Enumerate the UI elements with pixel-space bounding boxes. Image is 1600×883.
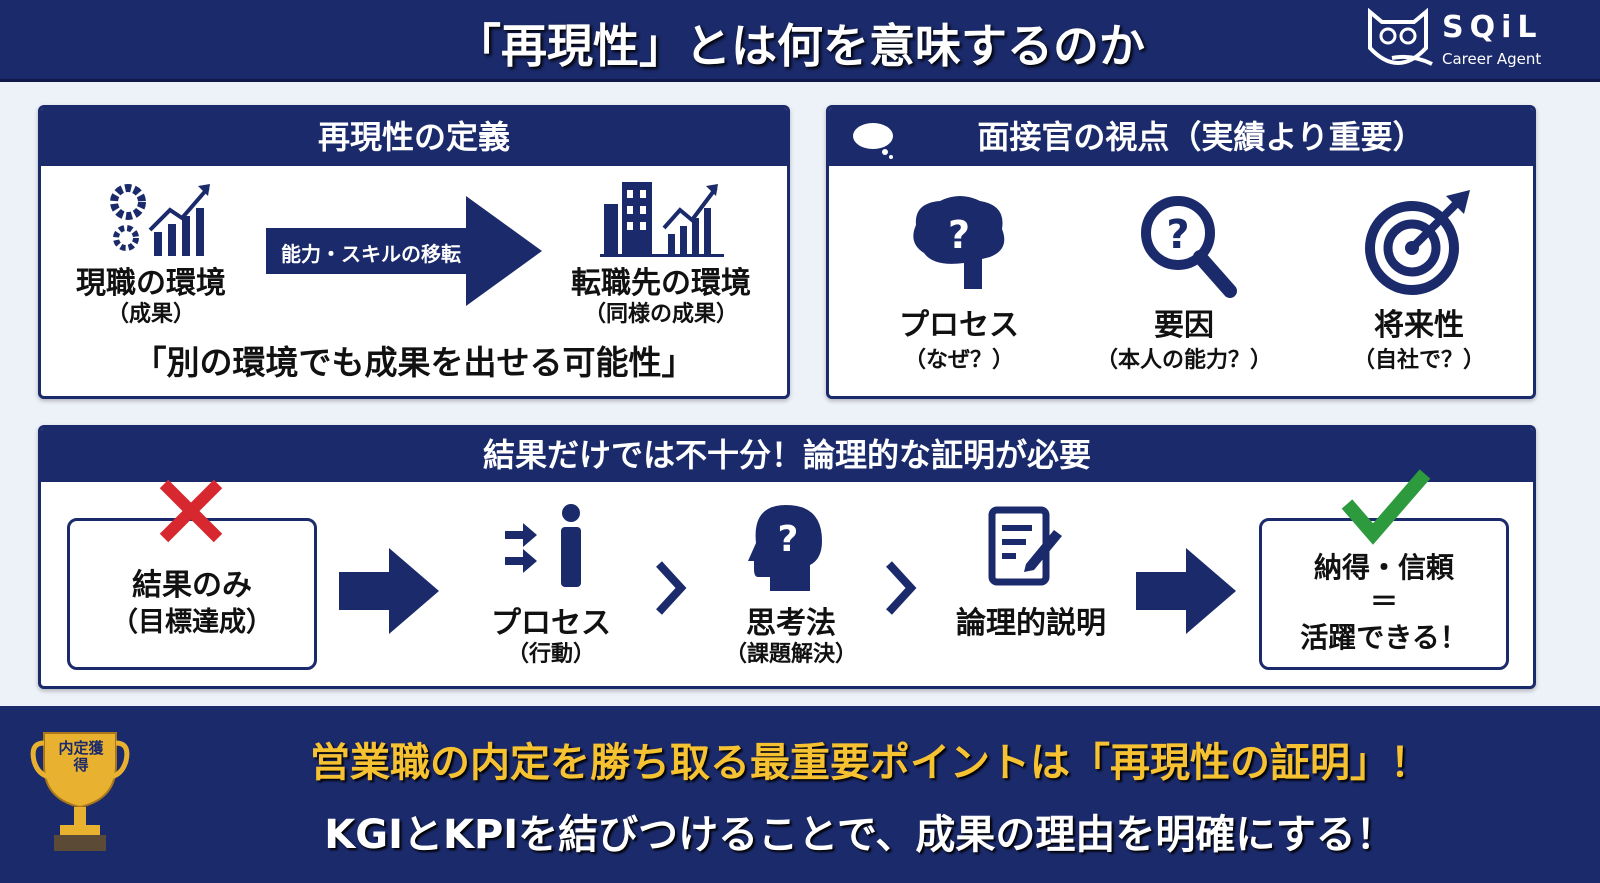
trophy-badge-text: 内定獲得 <box>58 739 104 774</box>
footer-subline: KGIとKPIを結びつけることで、成果の理由を明確にする！ <box>324 812 1396 858</box>
outcome-line2: ＝ <box>1369 585 1398 618</box>
chevron-right-icon <box>656 561 687 615</box>
interviewer-item-sub: （なぜ？） <box>903 348 1014 373</box>
proof-step-label: 思考法 <box>746 606 836 641</box>
person-action-icon <box>505 504 581 587</box>
proof-step-sub: （行動） <box>506 642 595 667</box>
definition-title: 再現性の定義 <box>41 108 787 166</box>
interviewer-panel: 面接官の視点（実績より重要） ? プロセス （なぜ？） ? 要因 （本人の能力？… <box>826 105 1536 399</box>
outcome-box <box>1259 518 1509 670</box>
cross-icon <box>159 479 223 543</box>
transfer-label: 能力・スキルの移転 <box>281 242 461 266</box>
result-only-sub: （目標達成） <box>111 607 273 638</box>
logo: SQiL Career Agent <box>1362 7 1562 74</box>
header-bar <box>0 0 1600 82</box>
interviewer-item-label: 要因 <box>1154 308 1214 343</box>
transfer-arrow-icon <box>266 196 542 306</box>
proof-title: 結果だけでは不十分！論理的な証明が必要 <box>41 428 1533 482</box>
proof-step-label: 論理的説明 <box>956 606 1106 641</box>
to-label: 転職先の環境 <box>571 266 751 301</box>
result-only-box <box>67 518 317 670</box>
chevron-right-icon <box>886 561 917 615</box>
check-icon <box>1341 469 1431 545</box>
proof-step-sub: （課題解決） <box>724 642 857 667</box>
outcome-line1: 納得・信頼 <box>1313 551 1454 584</box>
page-title: 「再現性」とは何を意味するのか <box>455 19 1145 73</box>
interviewer-item-sub: （自社で？） <box>1352 348 1485 373</box>
outcome-line3: 活躍できる！ <box>1300 621 1468 654</box>
gear-chart-icon <box>110 184 210 256</box>
proof-step-label: プロセス <box>491 606 611 641</box>
interviewer-item-label: プロセス <box>899 308 1019 343</box>
thought-bubble-icon <box>853 123 893 159</box>
proof-panel: 結果だけでは不十分！論理的な証明が必要 結果のみ （目標達成） プロセス （行動… <box>38 425 1536 689</box>
svg-text:?: ? <box>1166 212 1189 258</box>
arrow-right-icon <box>1136 548 1236 634</box>
logo-name: SQiL <box>1442 10 1543 45</box>
logo-tagline: Career Agent <box>1442 50 1542 68</box>
from-sub: （成果） <box>106 302 195 327</box>
interviewer-item-sub: （本人の能力？） <box>1095 348 1272 373</box>
result-only-label: 結果のみ <box>132 568 252 603</box>
target-arrow-icon <box>1365 190 1470 295</box>
to-sub: （同様の成果） <box>583 302 738 327</box>
svg-text:?: ? <box>948 213 970 257</box>
svg-text:?: ? <box>778 519 799 560</box>
building-chart-icon <box>600 182 724 257</box>
document-pen-icon <box>988 506 1062 586</box>
brain-question-icon: ? <box>913 196 1005 289</box>
definition-panel: 再現性の定義 現職の環境 （成果） 能力・スキルの移転 転職先の環境 （同様の成… <box>38 105 790 399</box>
footer-headline: 営業職の内定を勝ち取る最重要ポイントは「再現性の証明」！ <box>310 740 1430 786</box>
arrow-right-icon <box>339 548 439 634</box>
owl-icon <box>1368 7 1433 66</box>
interviewer-item-label: 将来性 <box>1374 308 1464 343</box>
head-question-icon: ? <box>748 505 822 591</box>
footer-banner <box>0 706 1600 883</box>
interviewer-title: 面接官の視点（実績より重要） <box>829 108 1533 166</box>
magnifier-question-icon: ? <box>1141 196 1237 298</box>
from-label: 現職の環境 <box>76 266 226 301</box>
trophy-icon <box>30 732 130 851</box>
definition-summary: 「別の環境でも成果を出せる可能性」 <box>133 343 695 382</box>
